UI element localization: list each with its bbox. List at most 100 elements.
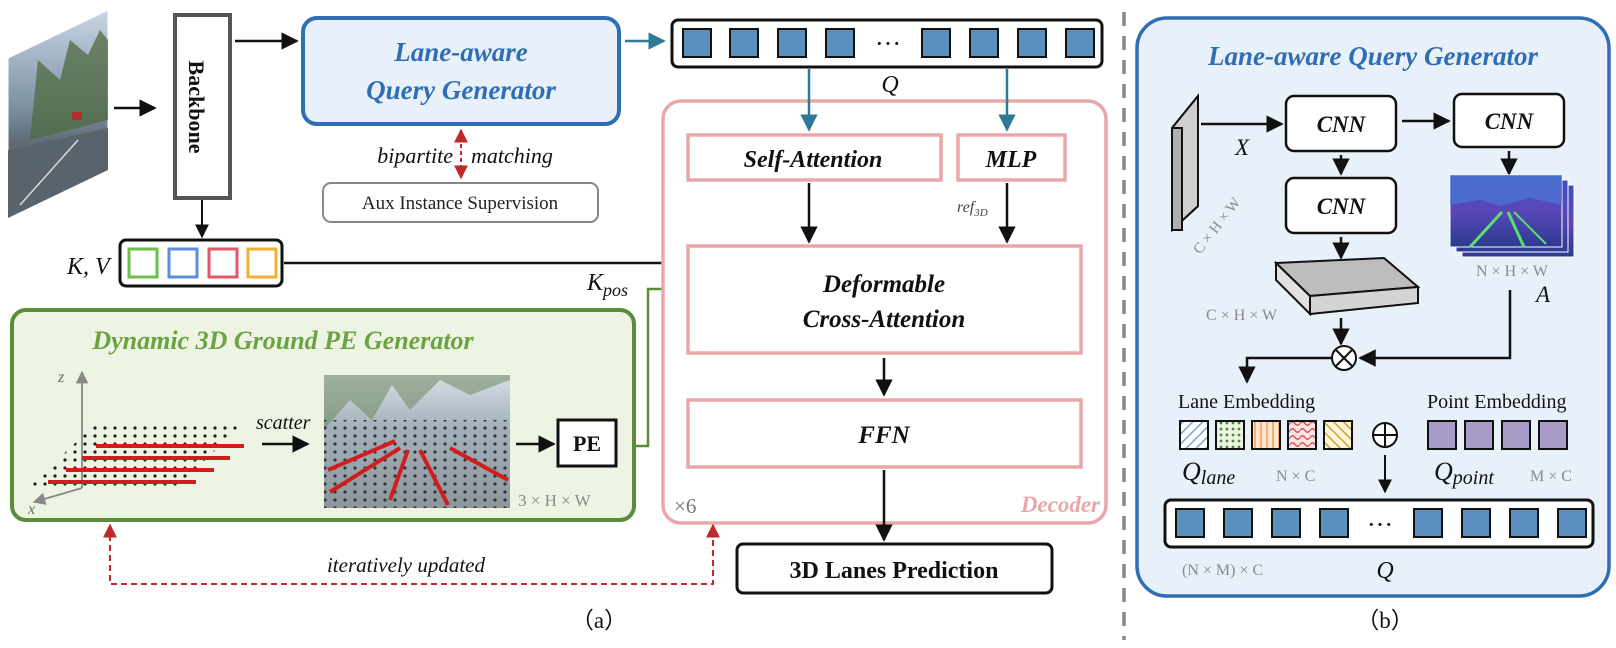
q-lane-main: Q: [1182, 457, 1201, 486]
point-cell-2: [1464, 420, 1494, 450]
query-cell-a-3: [777, 28, 807, 58]
kv-label: K, V: [66, 254, 112, 280]
panel-b-title: Lane-aware Query Generator: [1207, 41, 1538, 71]
attention-maps-stack: [1449, 174, 1575, 258]
point-cell-1: [1427, 420, 1457, 450]
query-cell-a-8: [1065, 28, 1095, 58]
prediction-label: 3D Lanes Prediction: [790, 558, 999, 584]
point-embedding-label: Point Embedding: [1427, 391, 1566, 413]
query-cell-a-2: [729, 28, 759, 58]
prediction-block: 3D Lanes Prediction: [735, 542, 1054, 595]
ref3d-label: ref3D: [957, 199, 988, 219]
lane-embedding-cells: [1179, 420, 1353, 450]
pe-label: PE: [573, 431, 601, 456]
aux-supervision-label: Aux Instance Supervision: [362, 193, 559, 214]
deformable-line1: Deformable: [822, 271, 945, 298]
q-lane-sub: lane: [1201, 467, 1236, 489]
lane-embedding-label: Lane Embedding: [1178, 391, 1315, 413]
axis-z-label: z: [57, 369, 65, 386]
query-generator-block: Lane-aware Query Generator: [301, 16, 621, 126]
query-cell-a-1: [682, 28, 712, 58]
query-cell-a-7: [1017, 28, 1047, 58]
point-cell-4: [1538, 420, 1568, 450]
multiply-to-lane-embedding-arrow: [1238, 356, 1331, 384]
query-cell-b-6: [1461, 508, 1491, 538]
kv-cell-yellow: [246, 247, 278, 279]
ffn-label: FFN: [857, 422, 910, 449]
input-camera-image: [7, 9, 109, 219]
kpos-sub: pos: [601, 280, 628, 300]
self-attention-label: Self-Attention: [744, 147, 883, 173]
kpos-label: Kpos: [586, 270, 628, 300]
q-point-main: Q: [1434, 457, 1453, 486]
kv-strip: [118, 238, 284, 288]
query-cell-a-4: [825, 28, 855, 58]
ref-main: ref: [957, 199, 977, 216]
backbone-label: Backbone: [184, 61, 209, 154]
cnn-block-3: CNN: [1452, 92, 1566, 149]
query-cell-b-3: [1271, 508, 1301, 538]
query-cell-a-6: [969, 28, 999, 58]
lane-cell-4: [1287, 420, 1317, 450]
caption-b: （b）: [1356, 608, 1414, 633]
chw-label-2: C × H × W: [1206, 307, 1278, 324]
times6-label: ×6: [674, 494, 696, 518]
nm-c-label: (N × M) × C: [1182, 562, 1263, 579]
point-cell-3: [1501, 420, 1531, 450]
iteratively-updated-arrow: [103, 523, 720, 585]
nc-label: N × C: [1276, 468, 1315, 485]
aux-supervision-block: Aux Instance Supervision: [322, 182, 599, 223]
ffn-block: FFN: [686, 398, 1083, 469]
a-label: A: [1534, 282, 1551, 307]
q-lane-label: Qlane: [1182, 457, 1235, 489]
kv-cell-blue: [167, 247, 199, 279]
lane-cell-1: [1179, 420, 1209, 450]
query-ellipsis-b: ···: [1367, 510, 1393, 539]
bipartite-label: bipartite: [377, 143, 453, 168]
backbone-block: Backbone: [173, 13, 232, 200]
query-cell-b-2: [1223, 508, 1253, 538]
caption-a: （a）: [571, 608, 627, 633]
query-cell-b-8: [1557, 508, 1587, 538]
ground-grid-3d: z x: [26, 369, 244, 518]
lane-cell-2: [1215, 420, 1245, 450]
query-cell-b-7: [1509, 508, 1539, 538]
mlp-block: MLP: [956, 133, 1067, 182]
deformable-line2: Cross-Attention: [803, 306, 966, 333]
qg-title-line2: Query Generator: [366, 75, 556, 105]
query-cells-b: [1175, 508, 1587, 538]
decoder-label: Decoder: [1020, 492, 1101, 517]
scatter-label: scatter: [256, 412, 311, 434]
kpos-main: K: [586, 270, 605, 296]
add-icon: [1372, 422, 1398, 448]
query-cells-a: [682, 28, 1095, 58]
query-cell-a-5: [921, 28, 951, 58]
pe-dims-label: 3 × H × W: [518, 491, 592, 510]
multiply-icon: [1331, 345, 1357, 371]
query-cell-b-5: [1413, 508, 1443, 538]
query-label-a: Q: [881, 72, 898, 98]
x-axis: [32, 487, 83, 505]
mc-label: M × C: [1530, 468, 1572, 485]
ref-sub: 3D: [973, 207, 988, 219]
query-cell-b-4: [1319, 508, 1349, 538]
point-embedding-cells: [1427, 420, 1568, 450]
x-label: X: [1234, 135, 1250, 160]
kv-cell-green: [127, 247, 159, 279]
feature-map-x: [1171, 93, 1199, 233]
query-ellipsis-a: ···: [875, 29, 901, 58]
cnn-block-1: CNN: [1284, 94, 1398, 153]
scattered-image: [324, 375, 510, 508]
nhw-label: N × H × W: [1476, 263, 1549, 280]
q-point-sub: point: [1451, 467, 1495, 489]
pe-generator-title: Dynamic 3D Ground PE Generator: [91, 326, 474, 355]
deformable-block: Deformable Cross-Attention: [686, 244, 1083, 355]
iteratively-label: iteratively updated: [327, 553, 486, 577]
cnn-label-1: CNN: [1317, 112, 1367, 137]
lane-cell-3: [1251, 420, 1281, 450]
axis-x-label: x: [27, 501, 35, 518]
matching-label: matching: [471, 143, 553, 168]
lane-cell-5: [1323, 420, 1353, 450]
maps-to-multiply-arrow: [1358, 290, 1512, 367]
